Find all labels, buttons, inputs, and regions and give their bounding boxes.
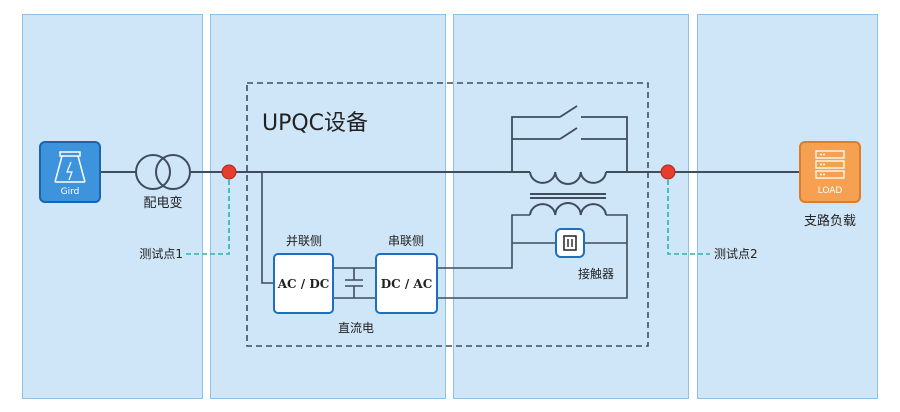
- series-side-label: 串联侧: [388, 234, 424, 248]
- load-panel: [697, 14, 878, 399]
- grid-panel: [22, 14, 203, 399]
- secondary-wiring: [437, 214, 628, 299]
- grid-label: Gird: [61, 187, 80, 197]
- test-point-2-marker: [660, 164, 676, 180]
- test-point-1-marker: [221, 164, 237, 180]
- dc-ac-label: DC / AC: [381, 277, 433, 291]
- dc-link-label: 直流电: [338, 321, 374, 335]
- dc-ac-converter-box: [375, 253, 438, 314]
- contactor-label: 接触器: [578, 266, 614, 281]
- grid-source: Gird: [39, 141, 101, 203]
- test-point-1-lead: [186, 180, 230, 255]
- series-panel: [453, 14, 689, 399]
- server-load-icon: [815, 150, 845, 179]
- upqc-title: UPQC设备: [262, 111, 368, 136]
- shunt-side-label: 并联侧: [286, 234, 322, 248]
- test-point-2-lead: [667, 180, 710, 255]
- power-tower-icon: [54, 151, 86, 183]
- dc-link-capacitor: [333, 267, 376, 299]
- shunt-wiring: [261, 172, 274, 284]
- ac-dc-label: AC / DC: [277, 277, 330, 291]
- distribution-transformer-icon: [135, 154, 191, 190]
- bypass-switches: [511, 105, 628, 172]
- shunt-panel: [210, 14, 446, 399]
- transformer-label: 配电变: [143, 195, 182, 211]
- load-label: LOAD: [818, 186, 843, 196]
- ac-dc-converter-box: [273, 253, 334, 314]
- contactor-icon: [555, 228, 585, 258]
- test-point-1-label: 测试点1: [139, 246, 183, 261]
- series-transformer: [529, 171, 607, 216]
- upqc-boundary: [246, 82, 649, 347]
- test-point-2-label: 测试点2: [714, 246, 758, 261]
- load-caption: 支路负载: [804, 213, 856, 229]
- load-block: LOAD: [799, 141, 861, 203]
